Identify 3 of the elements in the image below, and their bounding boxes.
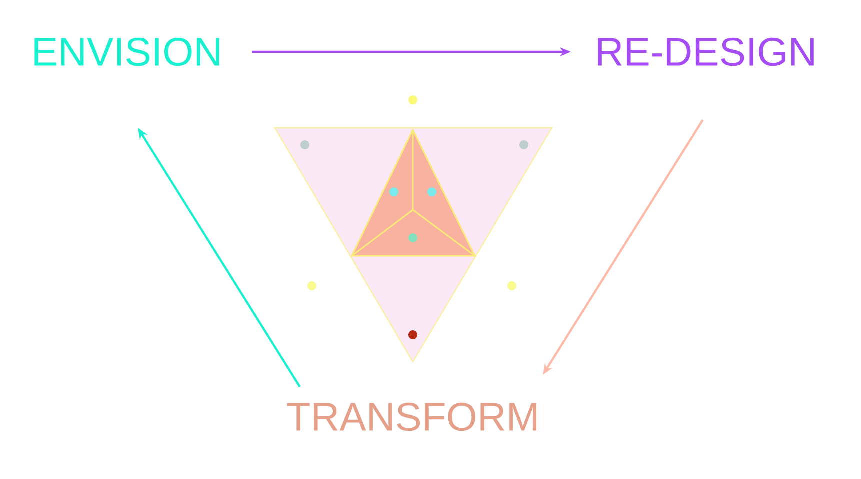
stage-label: TRANSFORM <box>287 402 536 432</box>
stage-label: ENVISION <box>34 38 220 66</box>
stage-label: RE-DESIGN <box>598 38 814 66</box>
